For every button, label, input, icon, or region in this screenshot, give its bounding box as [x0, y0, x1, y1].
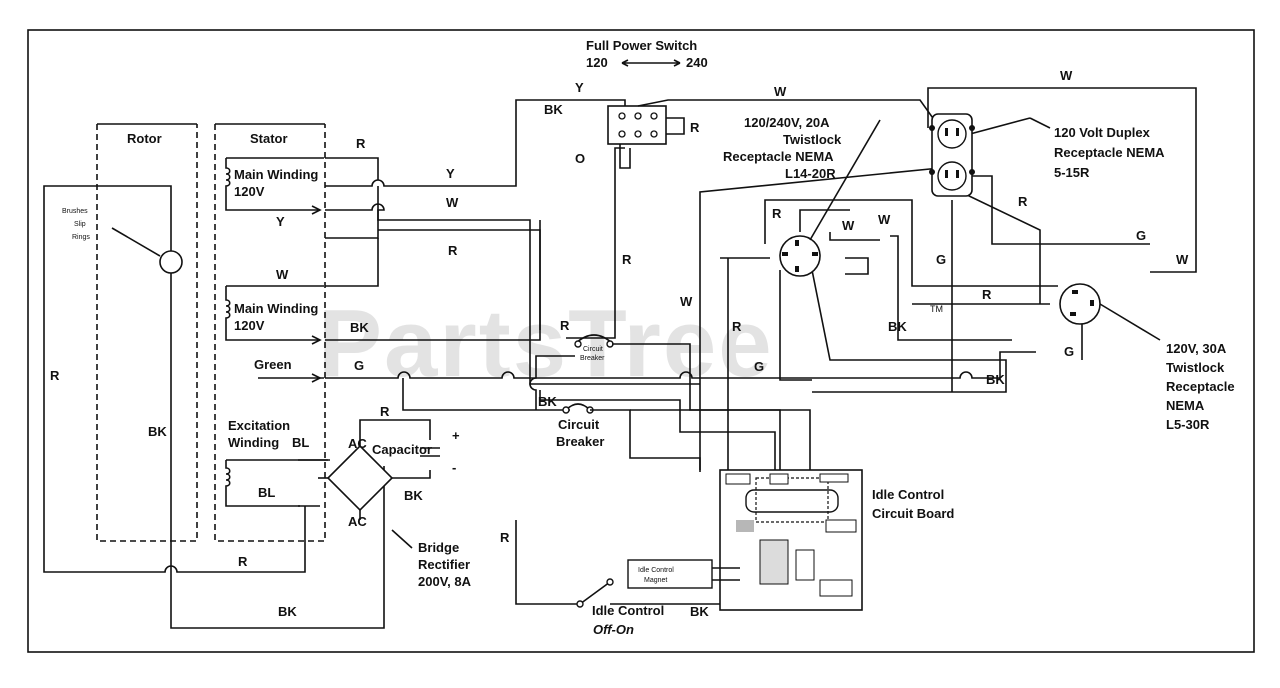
wire-r-rotor: R — [50, 368, 60, 383]
wire-bk-3: BK — [404, 488, 423, 503]
wire-g-1: G — [354, 358, 364, 373]
duplex-line-3: 5-15R — [1054, 165, 1090, 180]
wire-g-4: G — [1136, 228, 1146, 243]
capacitor-label: Capacitor — [372, 442, 432, 457]
duplex-line-2: Receptacle NEMA — [1054, 145, 1165, 160]
wire-r-stator-top: R — [356, 136, 366, 151]
main-winding-2-volts: 120V — [234, 318, 265, 333]
bridge-ac-bottom: AC — [348, 514, 367, 529]
wire-bl-1: BL — [292, 435, 309, 450]
switch-title: Full Power Switch — [586, 38, 697, 53]
l5-line-3: Receptacle — [1166, 379, 1235, 394]
wire-bl-2: BL — [258, 485, 275, 500]
bridge-ac-top: AC — [348, 436, 367, 451]
ground-label: Green — [254, 357, 292, 372]
labels: Full Power Switch 120 240 120/240V, 20A … — [50, 38, 1235, 637]
l14-line-3: Receptacle NEMA — [723, 149, 834, 164]
wire-bk-rotor: BK — [148, 424, 167, 439]
wire-w-3: W — [680, 294, 693, 309]
idle-magnet-line-2: Magnet — [644, 577, 667, 584]
wire-y-top: Y — [575, 80, 584, 95]
diagram-frame — [27, 29, 1255, 653]
wire-w-6: W — [1176, 252, 1189, 267]
switch-120: 120 — [586, 55, 608, 70]
idle-control-magnet-icon — [627, 559, 713, 589]
wire-bk-switch: BK — [544, 102, 563, 117]
wiring-lines — [43, 87, 1197, 629]
breaker-line-2: Breaker — [556, 434, 604, 449]
wire-r-switch: R — [690, 120, 700, 135]
slip-label: Slip — [74, 221, 86, 228]
wire-bk-7: BK — [986, 372, 1005, 387]
wire-bk-2: BK — [538, 394, 557, 409]
stator-title: Stator — [250, 131, 288, 146]
idle-switch-line-1: Idle Control — [592, 603, 664, 618]
excitation-label-1: Excitation — [228, 418, 290, 433]
wire-y-2: Y — [276, 214, 285, 229]
trademark-mark: TM — [930, 304, 943, 314]
wire-g-2: G — [754, 359, 764, 374]
wire-r-10: R — [732, 319, 742, 334]
wire-o: O — [575, 151, 585, 166]
wire-bk-5: BK — [690, 604, 709, 619]
switch-240: 240 — [686, 55, 708, 70]
wire-g-5: G — [1064, 344, 1074, 359]
duplex-line-1: 120 Volt Duplex — [1054, 125, 1151, 140]
wire-r-5: R — [500, 530, 510, 545]
wire-r-9: R — [982, 287, 992, 302]
bridge-line-2: Rectifier — [418, 557, 470, 572]
capacitor-plus: + — [452, 428, 460, 443]
rings-label: Rings — [72, 234, 90, 241]
breaker-small-1: Circuit — [583, 346, 603, 353]
wire-w-4: W — [842, 218, 855, 233]
capacitor-minus: - — [452, 460, 456, 475]
wire-bk-1: BK — [350, 320, 369, 335]
wire-w-2: W — [276, 267, 289, 282]
wire-w-far-top: W — [1060, 68, 1073, 83]
main-winding-2-name: Main Winding — [234, 301, 318, 316]
l14-line-2: Twistlock — [783, 132, 842, 147]
wire-g-3: G — [936, 252, 946, 267]
idle-board-line-2: Circuit Board — [872, 506, 954, 521]
bridge-line-1: Bridge — [418, 540, 459, 555]
breaker-small-2: Breaker — [580, 355, 605, 362]
wire-bk-6: BK — [888, 319, 907, 334]
l5-line-4: NEMA — [1166, 398, 1205, 413]
wire-r-7: R — [772, 206, 782, 221]
wire-r-2: R — [622, 252, 632, 267]
l14-20r-receptacle-icon — [779, 235, 821, 277]
l5-line-5: L5-30R — [1166, 417, 1210, 432]
idle-magnet-line-1: Idle Control — [638, 567, 674, 574]
idle-switch-line-2: Off-On — [593, 622, 634, 637]
bridge-line-3: 200V, 8A — [418, 574, 472, 589]
wire-r-8: R — [1018, 194, 1028, 209]
wire-w-1: W — [446, 195, 459, 210]
wire-r-6: R — [238, 554, 248, 569]
breaker-line-1: Circuit — [558, 417, 600, 432]
rotor-section: Rotor Brushes Slip Rings — [62, 123, 198, 542]
slip-rings-icon — [159, 250, 183, 274]
wire-w-top: W — [774, 84, 787, 99]
wire-r-3: R — [560, 318, 570, 333]
l5-line-1: 120V, 30A — [1166, 341, 1227, 356]
main-winding-1-name: Main Winding — [234, 167, 318, 182]
l14-line-4: L14-20R — [785, 166, 836, 181]
stator-section: Stator Main Winding 120V Main Winding 12… — [214, 123, 328, 542]
wire-w-5: W — [878, 212, 891, 227]
wire-r-1: R — [448, 243, 458, 258]
l14-line-1: 120/240V, 20A — [744, 115, 830, 130]
wire-bk-4: BK — [278, 604, 297, 619]
l5-line-2: Twistlock — [1166, 360, 1225, 375]
wire-r-4: R — [380, 404, 390, 419]
main-winding-1-volts: 120V — [234, 184, 265, 199]
brushes-label: Brushes — [62, 208, 88, 215]
partstree-watermark: PartsTree — [318, 290, 774, 397]
rotor-title: Rotor — [127, 131, 162, 146]
wire-y-1: Y — [446, 166, 455, 181]
idle-board-line-1: Idle Control — [872, 487, 944, 502]
excitation-label-2: Winding — [228, 435, 279, 450]
full-power-switch-icon — [607, 105, 667, 145]
